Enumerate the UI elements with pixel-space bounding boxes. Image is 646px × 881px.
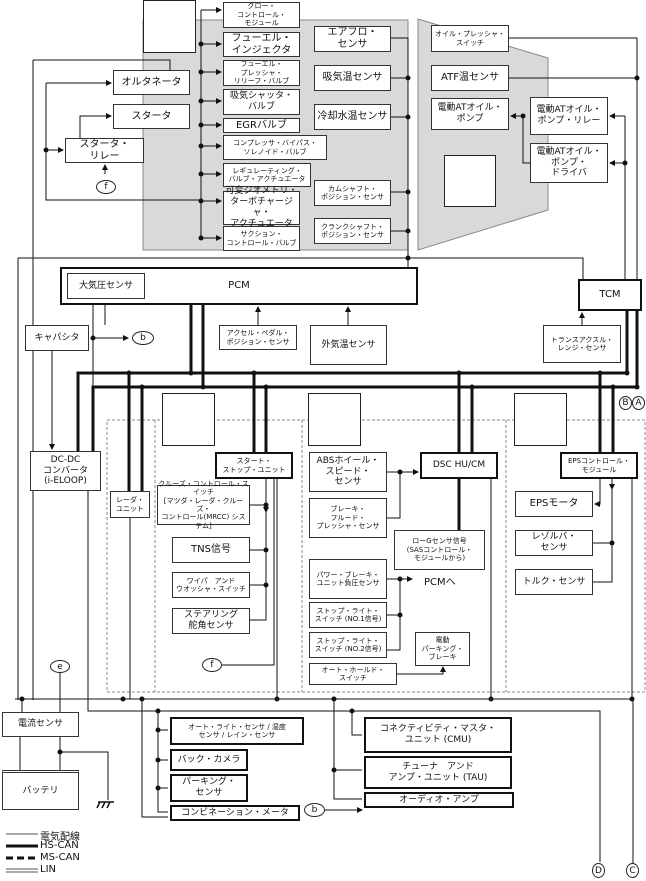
engine-image <box>143 0 196 53</box>
transmission-image <box>444 155 496 207</box>
camshaft-position-sensor: カムシャフト・ ポジション・センサ <box>314 180 391 206</box>
vgt-actuator: 可変ジオメトリ・ ターボチャージャ・ アクチュエータ <box>223 186 300 229</box>
transmission-region <box>417 18 549 251</box>
airflow-sensor: エアフロ・ センサ <box>314 26 391 52</box>
egr-valve: EGRバルブ <box>223 118 300 133</box>
tns-signal: TNS信号 <box>172 537 250 563</box>
crankshaft-position-sensor: クランクシャフト・ ポジション・センサ <box>314 218 391 244</box>
connector-A: A <box>632 396 645 410</box>
connector-B: B <box>619 396 632 410</box>
legend-hs-can: HS-CAN <box>40 840 79 851</box>
barometric-sensor: 大気圧センサ <box>67 273 145 299</box>
alternator: オルタネータ <box>113 70 190 95</box>
starter: スタータ <box>113 104 190 129</box>
transaxle-range-sensor: トランスアクスル・ レンジ・センサ <box>543 325 621 363</box>
back-camera: バック・カメラ <box>170 749 248 771</box>
electric-parking-brake: 電動 パーキング・ ブレーキ <box>415 632 470 666</box>
eps-control-module: EPSコントロール・ モジュール <box>560 452 638 479</box>
glow-control-module: グロー・ コントロール・ モジュール <box>223 2 300 28</box>
intake-shutter-valve: 吸気シャッタ・ バルブ <box>223 89 300 115</box>
dsc-hu-cm: DSC HU/CM <box>420 452 498 479</box>
auto-light-rain-sensor: オート・ライト・センサ / 湿度 センサ / レイン・センサ <box>170 717 304 745</box>
cruise-control-switch: クルーズ・コントロール・スイッチ [マツダ・レーダ・クルーズ・ コントロール(M… <box>157 479 250 530</box>
accelerator-pedal-sensor: アクセル・ペダル・ ポジション・センサ <box>219 325 297 350</box>
brake-fluid-pressure-sensor: ブレーキ・ フルード・ プレッシャ・センサ <box>309 498 387 538</box>
start-stop-unit: スタート・ ストップ・ユニット <box>215 452 293 479</box>
suction-control-valve: サクション・ コントロール・バルブ <box>223 226 300 251</box>
tcm: TCM <box>578 279 642 311</box>
connector-e: e <box>50 660 70 673</box>
legend-ms-can: MS-CAN <box>40 852 80 863</box>
wiper-washer-switch: ワイパ アンド ウオッシャ・スイッチ <box>172 572 250 598</box>
ground-symbol <box>96 801 114 809</box>
tau: チューナ アンド アンプ・ユニット (TAU) <box>364 756 512 789</box>
fuel-injector: フューエル・ インジェクタ <box>223 32 300 57</box>
atf-temp-sensor: ATF温センサ <box>431 65 509 91</box>
parking-sensor: パーキング・ センサ <box>170 774 248 802</box>
starter-relay: スタータ・ リレー <box>65 138 144 163</box>
connector-b-lower: b <box>304 803 325 817</box>
current-sensor: 電流センサ <box>2 712 79 737</box>
to-pcm-label: PCMへ <box>424 577 456 588</box>
connector-b: b <box>132 331 154 345</box>
audio-amp: オーディオ・アンプ <box>364 792 514 808</box>
capacitor: キャパシタ <box>25 325 89 351</box>
torque-sensor: トルク・センサ <box>515 569 593 595</box>
legend-lin: LIN <box>40 864 57 875</box>
outside-temp-sensor: 外気温センサ <box>310 325 387 365</box>
compressor-bypass-valve: コンプレッサ・バイパス・ ソレノイド・バルブ <box>223 135 327 160</box>
auto-hold-switch: オート・ホールド・ スイッチ <box>309 663 397 685</box>
cmu: コネクティビティ・マスタ・ ユニット (CMU) <box>364 717 512 753</box>
coolant-temp-sensor: 冷却水温センサ <box>314 104 391 130</box>
stop-light-switch-1: ストップ・ライト・ スイッチ (NO.1信号) <box>309 602 387 628</box>
intake-temp-sensor: 吸気温センサ <box>314 65 391 91</box>
fuel-pressure-relief-valve: フューエル・ プレッシャ・ リリーフ・バルブ <box>223 60 300 86</box>
resolver-sensor: レゾルバ・ センサ <box>515 530 593 556</box>
battery: バッテリ <box>2 770 79 810</box>
oil-pressure-switch: オイル・プレッシャ・ スイッチ <box>431 25 509 52</box>
steering-wheel-image <box>514 393 567 446</box>
connector-f: f <box>96 180 116 194</box>
brake-pedal-image <box>308 393 361 446</box>
connector-D: D <box>592 863 605 878</box>
connector-C: C <box>626 863 639 878</box>
electric-oil-pump: 電動ATオイル・ ポンプ <box>431 98 509 130</box>
low-g-sensor-signal: ローGセンサ信号 (SASコントロール・ モジュールから) <box>394 530 485 570</box>
key-image <box>162 393 215 446</box>
regulating-valve-actuator: レギュレーティング・ バルブ・アクチュエータ <box>223 163 311 187</box>
combination-meter: コンビネーション・メータ <box>170 805 300 821</box>
radar-unit: レーダ・ ユニット <box>110 491 150 518</box>
brake-booster-vacuum-sensor: パワー・ブレーキ・ ユニット負圧センサ <box>309 559 387 599</box>
connector-f-lower: f <box>202 658 222 672</box>
dcdc-converter: DC-DC コンバータ (i-ELOOP) <box>30 451 101 491</box>
steering-angle-sensor: ステアリング 舵角センサ <box>172 608 250 634</box>
eps-motor: EPSモータ <box>515 491 593 517</box>
electric-oil-pump-relay: 電動ATオイル・ ポンプ・リレー <box>530 97 608 135</box>
legend-wire: 電気配線 <box>40 832 80 843</box>
stop-light-switch-2: ストップ・ライト・ スイッチ (NO.2信号) <box>309 632 387 658</box>
abs-wheel-speed-sensor: ABSホイール・ スピード・ センサ <box>309 452 387 492</box>
electric-oil-pump-driver: 電動ATオイル・ ポンプ・ ドライバ <box>530 143 608 183</box>
